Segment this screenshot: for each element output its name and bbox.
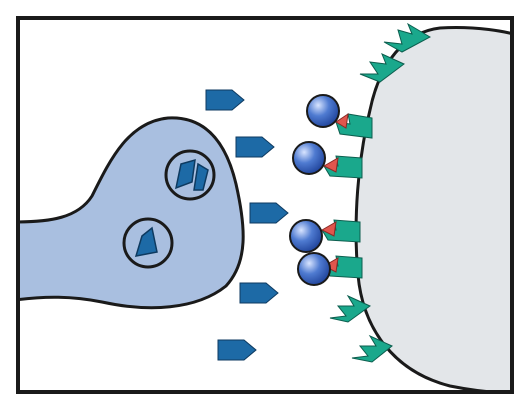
sphere (298, 253, 330, 285)
postsynaptic-cell (356, 28, 530, 394)
sphere (307, 95, 339, 127)
vesicle (166, 151, 214, 199)
sphere (290, 220, 322, 252)
vesicle (124, 219, 172, 267)
sphere (293, 142, 325, 174)
